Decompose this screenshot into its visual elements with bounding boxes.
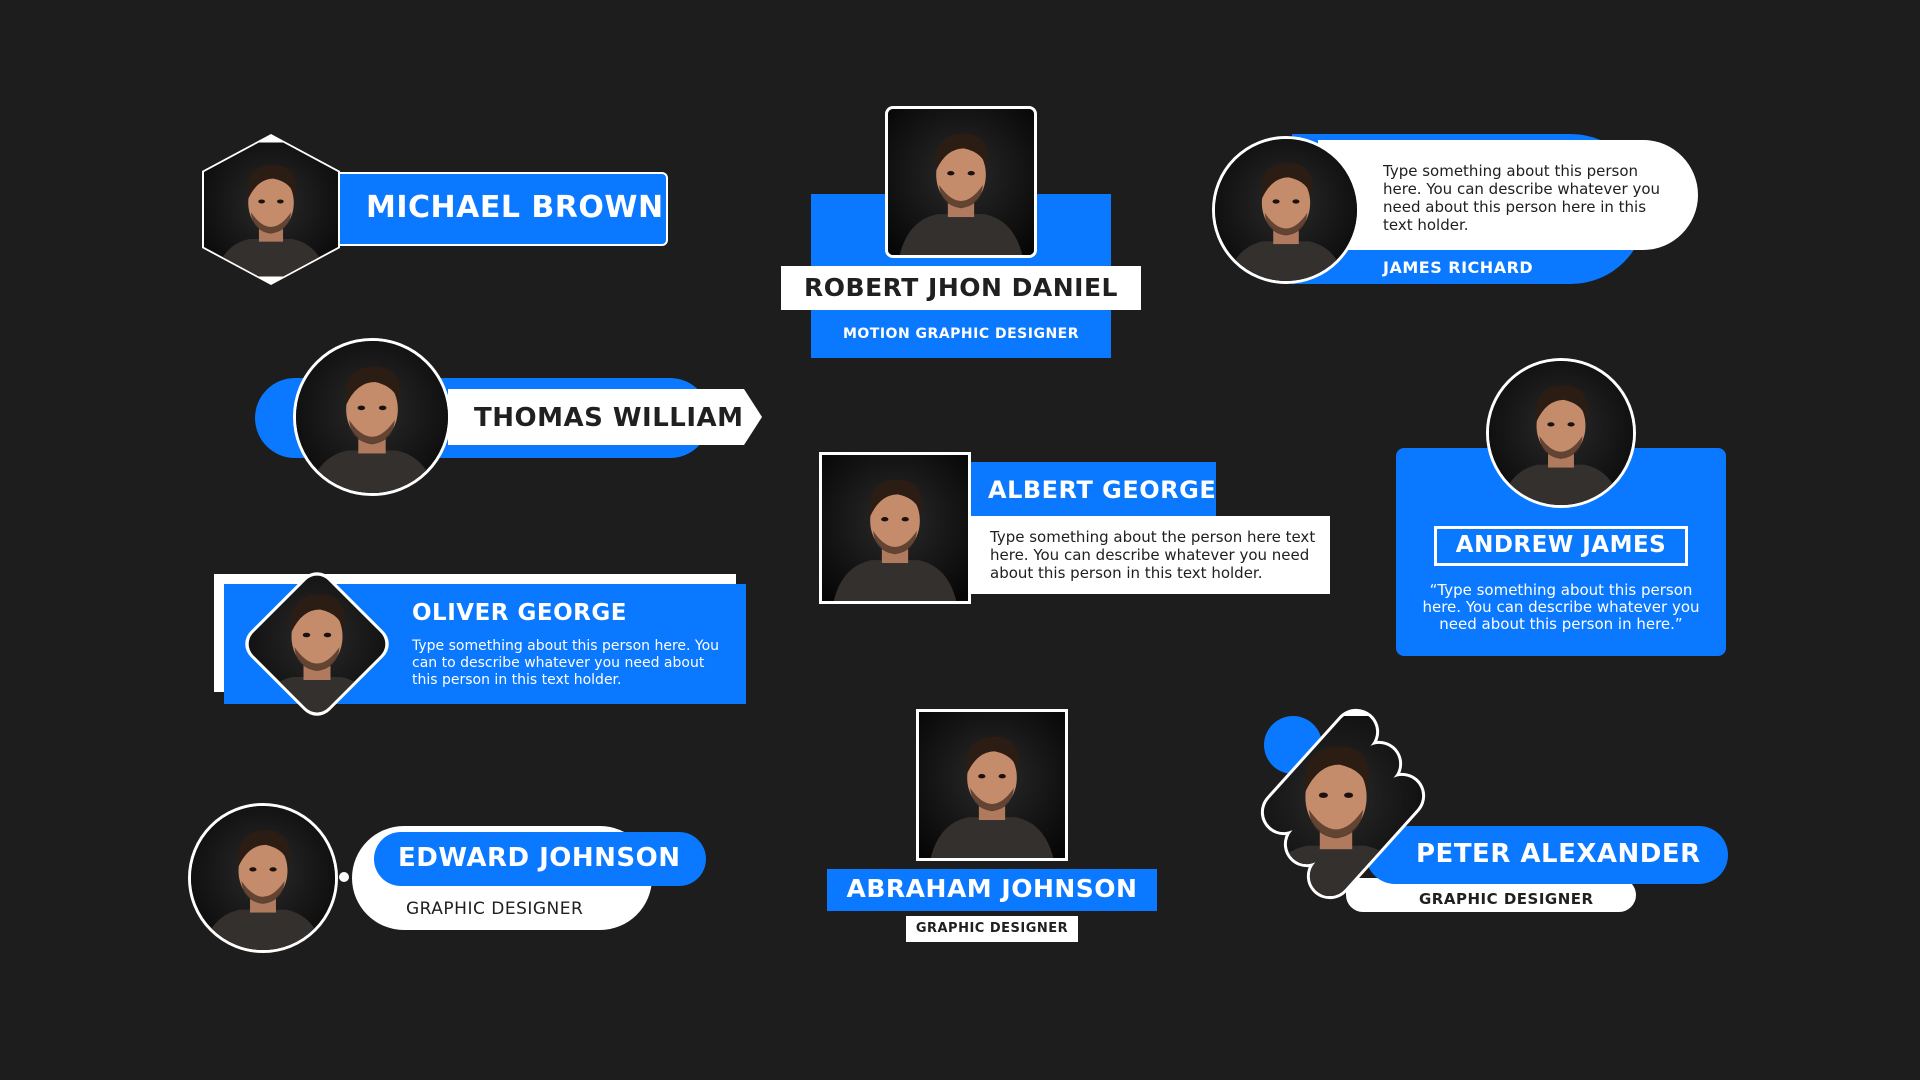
peter-role: GRAPHIC DESIGNER xyxy=(1419,890,1594,908)
oliver-name: OLIVER GEORGE xyxy=(412,600,627,626)
peter-slanted-avatar xyxy=(1226,706,1440,906)
albert-text-box xyxy=(970,516,1330,594)
james-text-pill xyxy=(1318,140,1698,250)
abraham-name-bar xyxy=(827,869,1157,911)
edward-avatar xyxy=(188,803,338,953)
michael-name: MICHAEL BROWN xyxy=(366,190,664,225)
robert-name-plate xyxy=(781,266,1141,310)
abraham-avatar xyxy=(916,709,1068,861)
james-name: JAMES RICHARD xyxy=(1383,258,1534,277)
andrew-description: “Type something about this person here. … xyxy=(1422,581,1700,633)
james-description: Type something about this person here. Y… xyxy=(1383,162,1661,234)
albert-name: ALBERT GEORGE xyxy=(988,476,1217,504)
thomas-arrow-plate xyxy=(448,389,762,445)
abraham-name: ABRAHAM JOHNSON xyxy=(846,874,1138,903)
andrew-avatar xyxy=(1486,358,1636,508)
robert-avatar xyxy=(885,106,1037,258)
edward-name: EDWARD JOHNSON xyxy=(398,843,681,873)
oliver-description: Type something about this person here. Y… xyxy=(412,638,720,688)
peter-name-pill xyxy=(1366,826,1728,884)
michael-hexagon-avatar xyxy=(200,132,342,287)
albert-description: Type something about the person here tex… xyxy=(990,528,1316,582)
edward-name-pill xyxy=(374,832,706,886)
robert-name: ROBERT JHON DANIEL xyxy=(804,273,1118,302)
edward-role: GRAPHIC DESIGNER xyxy=(406,899,584,919)
james-avatar xyxy=(1212,136,1360,284)
robert-role: MOTION GRAPHIC DESIGNER xyxy=(842,326,1080,342)
abraham-role-plate xyxy=(906,916,1078,942)
albert-avatar xyxy=(819,452,971,604)
thomas-avatar xyxy=(293,338,451,496)
albert-name-bar xyxy=(970,462,1216,516)
peter-name: PETER ALEXANDER xyxy=(1416,839,1701,869)
michael-name-bar xyxy=(330,172,668,246)
abraham-role: GRAPHIC DESIGNER xyxy=(915,921,1069,936)
oliver-diamond-avatar xyxy=(236,563,398,725)
edward-connector-dot xyxy=(339,872,349,882)
andrew-name: ANDREW JAMES xyxy=(1455,532,1667,558)
andrew-name-frame xyxy=(1434,526,1688,566)
thomas-name: THOMAS WILLIAM xyxy=(474,403,744,433)
